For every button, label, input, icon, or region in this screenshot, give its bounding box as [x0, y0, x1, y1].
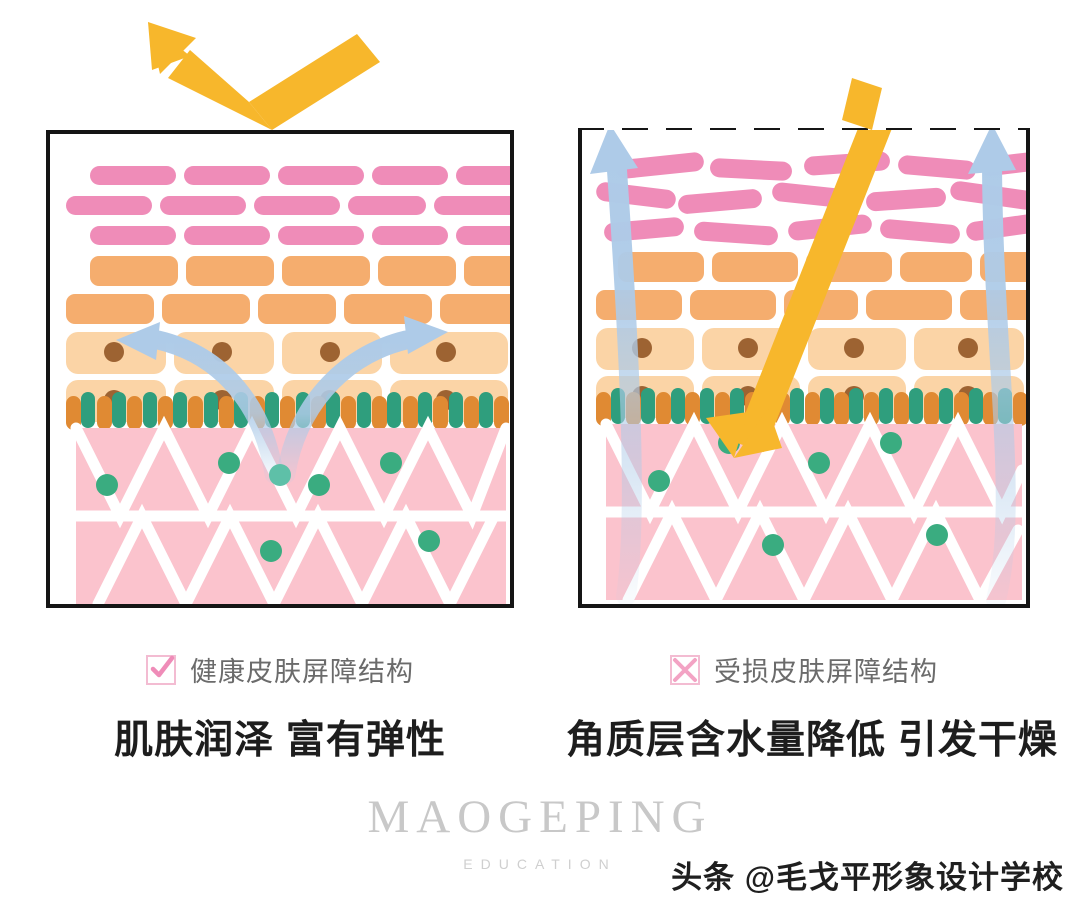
moisture-factor-dot	[648, 470, 670, 492]
lipid-ceramide-green	[111, 392, 126, 428]
lipid-ceramide-green	[387, 392, 402, 428]
lipid-ceramide-green	[938, 388, 953, 424]
lipid-ceramide-green	[908, 388, 923, 424]
brand-subtitle: EDUCATION	[463, 856, 617, 872]
lipid-ceramide-green	[789, 388, 804, 424]
lipid-ceramide-green	[968, 388, 983, 424]
lipid-ceramide-orange	[494, 396, 510, 430]
lipid-ceramide-orange	[127, 396, 143, 430]
lipid-ceramide-green	[670, 388, 685, 424]
lipid-ceramide-orange	[463, 396, 479, 430]
caption-healthy-subtitle: 健康皮肤屏障结构	[190, 657, 414, 687]
lipid-ceramide-orange	[188, 396, 204, 430]
attribution-watermark: 头条 @毛戈平形象设计学校	[671, 860, 1064, 895]
brand-name: MAOGEPING	[367, 791, 713, 843]
lipid-ceramide-green	[356, 392, 371, 428]
lipid-ceramide-orange	[280, 396, 296, 430]
lipid-ceramide-orange	[655, 392, 671, 426]
lipid-ceramide-orange	[402, 396, 418, 430]
caption-damaged-subtitle: 受损皮肤屏障结构	[714, 657, 938, 687]
moisture-factor-dot	[260, 540, 282, 562]
lipid-ceramide-green	[81, 392, 96, 428]
moisture-factor-dot	[762, 534, 784, 556]
moisture-factor-dot-highlight	[269, 464, 291, 486]
lipid-ceramide-orange	[1013, 392, 1026, 426]
caption-damaged-headline: 角质层含水量降低 引发干燥	[566, 719, 1058, 762]
lipid-ceramide-green	[479, 392, 494, 428]
lipid-ceramide-orange	[894, 392, 909, 426]
moisture-factor-dot	[308, 474, 330, 496]
moisture-factor-dot	[926, 524, 948, 546]
cell-nucleus	[436, 342, 456, 362]
moisture-factor-dot	[96, 474, 118, 496]
lipid-ceramide-orange	[96, 396, 112, 430]
cell-nucleus	[738, 338, 758, 358]
lipid-ceramide-green	[264, 392, 279, 428]
cell-nucleus	[844, 338, 864, 358]
external-irritant-penetrating-arrow	[706, 130, 892, 458]
caption-healthy-headline: 肌肤润泽 富有弹性	[114, 719, 446, 762]
lipid-ceramide-green	[700, 388, 715, 424]
lipid-ceramide-green	[640, 388, 655, 424]
moisture-factor-dot	[880, 432, 902, 454]
lipid-ceramide-green	[448, 392, 463, 428]
moisture-factor-dot	[218, 452, 240, 474]
collagen-fiber-zigzag	[70, 415, 510, 604]
moisture-loss-arrows	[590, 130, 1016, 604]
caption-damaged: 受损皮肤屏障结构 角质层含水量降低 引发干燥	[566, 650, 1058, 765]
external-irritant-reflected-arrow	[148, 22, 380, 130]
checkbox-cross-icon	[670, 654, 700, 685]
cell-nucleus	[958, 338, 978, 358]
lipid-ceramide-orange	[219, 396, 234, 430]
caption-healthy: 健康皮肤屏障结构 肌肤润泽 富有弹性	[46, 650, 514, 765]
cell-nucleus	[104, 342, 124, 362]
panel-healthy-skin	[46, 130, 514, 608]
panel-damaged-skin	[578, 130, 1030, 608]
lipid-ceramide-green	[173, 392, 188, 428]
lipid-ceramide-green	[326, 392, 341, 428]
brand-logo: MAOGEPING EDUCATION	[0, 790, 1080, 872]
lipid-ceramide-orange	[834, 392, 850, 426]
lipid-ceramide-orange	[596, 392, 611, 426]
checkbox-check-icon	[146, 654, 176, 685]
moisture-factor-dot	[418, 530, 440, 552]
lipid-ceramide-green	[203, 392, 218, 428]
lipid-ceramide-orange	[372, 396, 387, 430]
lipid-ceramide-green	[849, 388, 864, 424]
cell-nucleus	[320, 342, 340, 362]
moisture-factor-dot	[808, 452, 830, 474]
lipid-ceramide-orange	[804, 392, 820, 426]
lipid-ceramide-orange	[66, 396, 81, 430]
lipid-ceramide-green	[819, 388, 834, 424]
external-irritant-arrow-tail	[842, 78, 882, 130]
lipid-ceramide-green	[142, 392, 157, 428]
lipid-ceramide-orange	[341, 396, 357, 430]
lipid-ceramide-orange	[433, 396, 449, 430]
moisture-factor-dot	[380, 452, 402, 474]
lipid-ceramide-green	[879, 388, 894, 424]
collagen-fiber-zigzag	[600, 411, 1026, 604]
moisture-retained-arrows	[116, 316, 448, 484]
lipid-ceramide-orange	[923, 392, 939, 426]
